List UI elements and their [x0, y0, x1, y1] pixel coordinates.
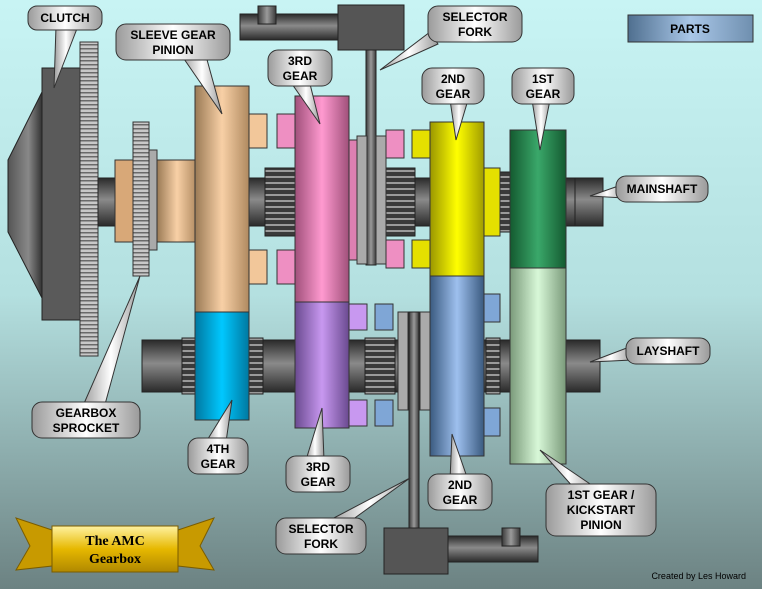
fourth-gear-layshaft	[194, 311, 250, 421]
callout-third-gear-top: 3RD GEAR	[267, 49, 333, 125]
label-selector-fork-top-1: SELECTOR	[442, 10, 507, 24]
callout-first-gear-top: 1ST GEAR	[511, 67, 575, 151]
label-first-gear-top-2: GEAR	[526, 87, 561, 101]
third-gear-layshaft	[294, 301, 368, 429]
label-second-gear-bottom-2: GEAR	[443, 493, 478, 507]
label-selector-fork-top-2: FORK	[458, 25, 492, 39]
parts-button-label: PARTS	[670, 22, 710, 36]
label-third-gear-top-2: GEAR	[283, 69, 318, 83]
callout-mainshaft: MAINSHAFT	[589, 175, 709, 203]
label-selector-fork-bottom-2: FORK	[304, 537, 338, 551]
title-line-2: Gearbox	[89, 552, 141, 567]
label-layshaft: LAYSHAFT	[637, 344, 701, 358]
label-first-gear-top-1: 1ST	[532, 72, 555, 86]
callout-fourth-gear: 4TH GEAR	[187, 399, 249, 475]
callout-layshaft: LAYSHAFT	[589, 337, 711, 365]
label-second-gear-bottom-1: 2ND	[448, 478, 472, 492]
callout-sleeve-gear-pinion: SLEEVE GEAR PINION	[115, 23, 231, 115]
sleeve-gear-pinion	[194, 85, 268, 313]
second-gear-mainshaft	[411, 121, 501, 277]
label-fourth-gear-1: 4TH	[207, 442, 230, 456]
label-selector-fork-bottom-1: SELECTOR	[288, 522, 353, 536]
label-gearbox-sprocket-1: GEARBOX	[56, 406, 117, 420]
first-gear-mainshaft	[509, 129, 567, 269]
label-second-gear-top-1: 2ND	[441, 72, 465, 86]
callout-second-gear-bottom: 2ND GEAR	[427, 433, 493, 511]
label-first-gear-kickstart-2: KICKSTART	[567, 503, 636, 517]
first-gear-kickstart-pinion	[509, 267, 567, 465]
label-sleeve-gear-pinion-2: PINION	[152, 43, 193, 57]
callout-third-gear-bottom: 3RD GEAR	[285, 407, 351, 493]
selector-fork-bottom	[374, 303, 539, 575]
callout-selector-fork-bottom: SELECTOR FORK	[275, 477, 411, 555]
callout-gearbox-sprocket: GEARBOX SPROCKET	[31, 275, 141, 439]
title-ribbon: The AMC Gearbox	[15, 517, 215, 573]
label-sleeve-gear-pinion-1: SLEEVE GEAR	[130, 28, 216, 42]
label-gearbox-sprocket-2: SPROCKET	[53, 421, 120, 435]
callout-clutch: CLUTCH	[27, 5, 103, 89]
gearbox-sprocket	[114, 121, 198, 277]
callout-second-gear-top: 2ND GEAR	[421, 67, 485, 141]
callout-first-gear-kickstart-pinion: 1ST GEAR / KICKSTART PINION	[539, 449, 657, 537]
label-second-gear-top-2: GEAR	[436, 87, 471, 101]
selector-fork-top	[239, 4, 405, 269]
label-first-gear-kickstart-3: PINION	[580, 518, 621, 532]
label-third-gear-bottom-1: 3RD	[306, 460, 330, 474]
second-gear-layshaft	[429, 275, 501, 457]
title-line-1: The AMC	[85, 534, 145, 549]
label-clutch: CLUTCH	[40, 11, 89, 25]
label-mainshaft: MAINSHAFT	[627, 182, 698, 196]
label-third-gear-bottom-2: GEAR	[301, 475, 336, 489]
clutch	[7, 41, 99, 357]
parts-button[interactable]: PARTS	[627, 14, 754, 43]
label-first-gear-kickstart-1: 1ST GEAR /	[568, 488, 635, 502]
label-fourth-gear-2: GEAR	[201, 457, 236, 471]
callout-selector-fork-top: SELECTOR FORK	[379, 5, 523, 71]
credit: Created by Les Howard	[651, 571, 746, 581]
label-third-gear-top-1: 3RD	[288, 54, 312, 68]
